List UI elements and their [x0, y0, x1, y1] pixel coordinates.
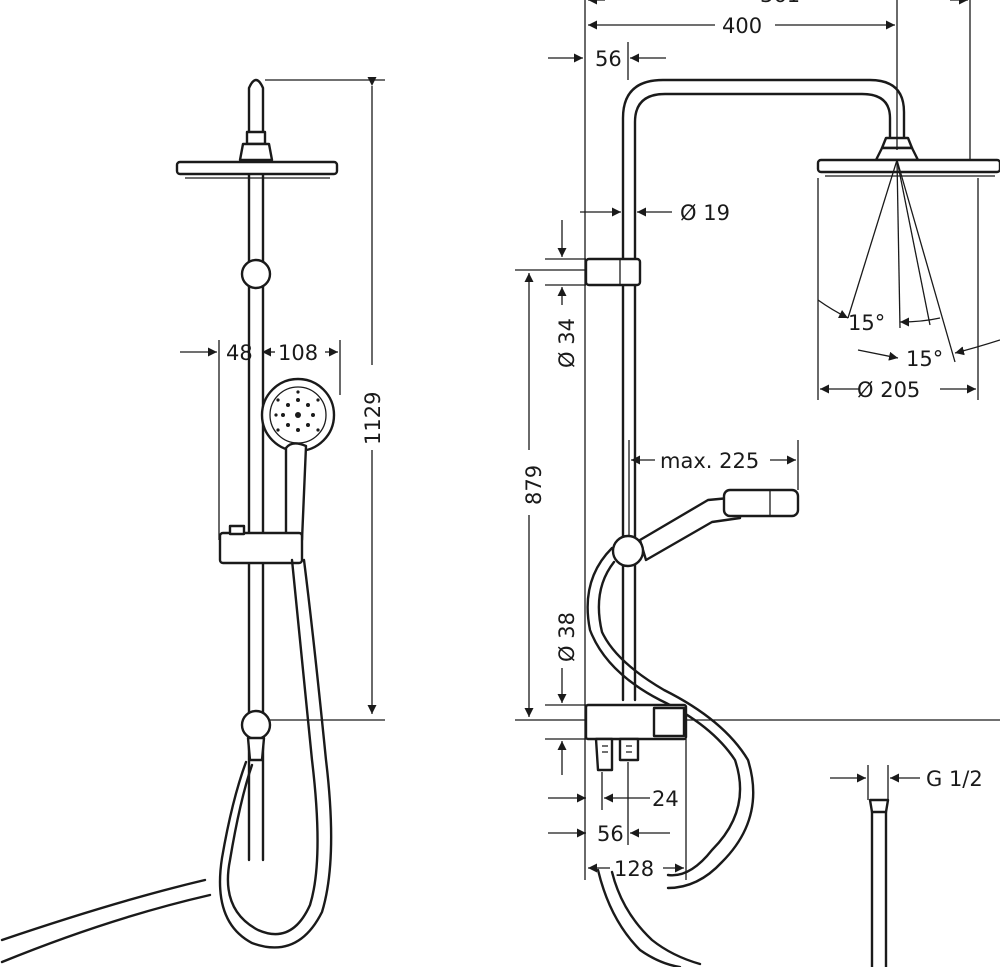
front-view	[0, 78, 339, 964]
spray-line-3	[896, 159, 956, 363]
side-mixer-knob	[652, 706, 686, 738]
label-dim-24: 24	[652, 787, 679, 811]
side-overhead-shower	[816, 158, 1000, 174]
front-ball-joint-lower	[240, 709, 272, 741]
front-dimensions	[180, 77, 385, 721]
front-overhead-shower	[175, 160, 339, 176]
side-hose-upper	[586, 546, 755, 890]
front-hose-outgoing	[0, 878, 212, 964]
label-top-partial: 361	[760, 0, 800, 7]
side-dimensions	[515, 0, 1000, 880]
front-hose	[218, 558, 333, 949]
front-ball-joint-upper	[240, 258, 272, 290]
label-dim-56-bottom: 56	[597, 822, 624, 846]
side-hand-shower-head	[722, 488, 800, 518]
front-hand-shower-handle	[284, 442, 308, 542]
front-slider-button	[228, 524, 246, 536]
label-head-dia: Ø 205	[857, 378, 920, 402]
side-hose-lower	[596, 868, 702, 967]
label-height-879: 879	[522, 465, 546, 505]
label-max-225: max. 225	[660, 449, 759, 473]
front-head-joint	[238, 142, 274, 162]
hose-end	[870, 810, 888, 967]
spray-line-4	[896, 159, 931, 326]
front-hand-shower-nozzles	[274, 390, 320, 432]
spray-line-1	[847, 159, 898, 319]
side-ball-joint	[611, 534, 645, 568]
front-slider-holder	[218, 531, 304, 565]
label-pipe-dia: Ø 19	[680, 201, 730, 225]
label-height-1129: 1129	[361, 392, 385, 445]
side-view	[584, 78, 1000, 967]
side-wall-bracket	[584, 257, 642, 287]
hose-nut	[868, 798, 890, 814]
front-hose-connector	[246, 736, 266, 762]
side-inlet-1	[594, 737, 614, 772]
label-thread: G 1/2	[926, 767, 983, 791]
side-inlet-2	[618, 737, 640, 762]
label-angle-b: 15°	[906, 347, 943, 371]
side-hand-shower-handle	[638, 495, 742, 562]
label-width-400: 400	[722, 14, 762, 38]
front-head-nut	[245, 130, 267, 146]
label-dim-128: 128	[614, 857, 654, 881]
label-mixer-dia: Ø 38	[555, 612, 579, 662]
spray-line-2	[896, 159, 901, 329]
label-offset-56-top: 56	[595, 47, 622, 71]
side-riser-arm	[621, 78, 906, 702]
label-left-108: 108	[278, 341, 318, 365]
label-left-48: 48	[226, 341, 253, 365]
label-angle-a: 15°	[848, 311, 885, 335]
label-bracket-dia: Ø 34	[555, 318, 579, 368]
